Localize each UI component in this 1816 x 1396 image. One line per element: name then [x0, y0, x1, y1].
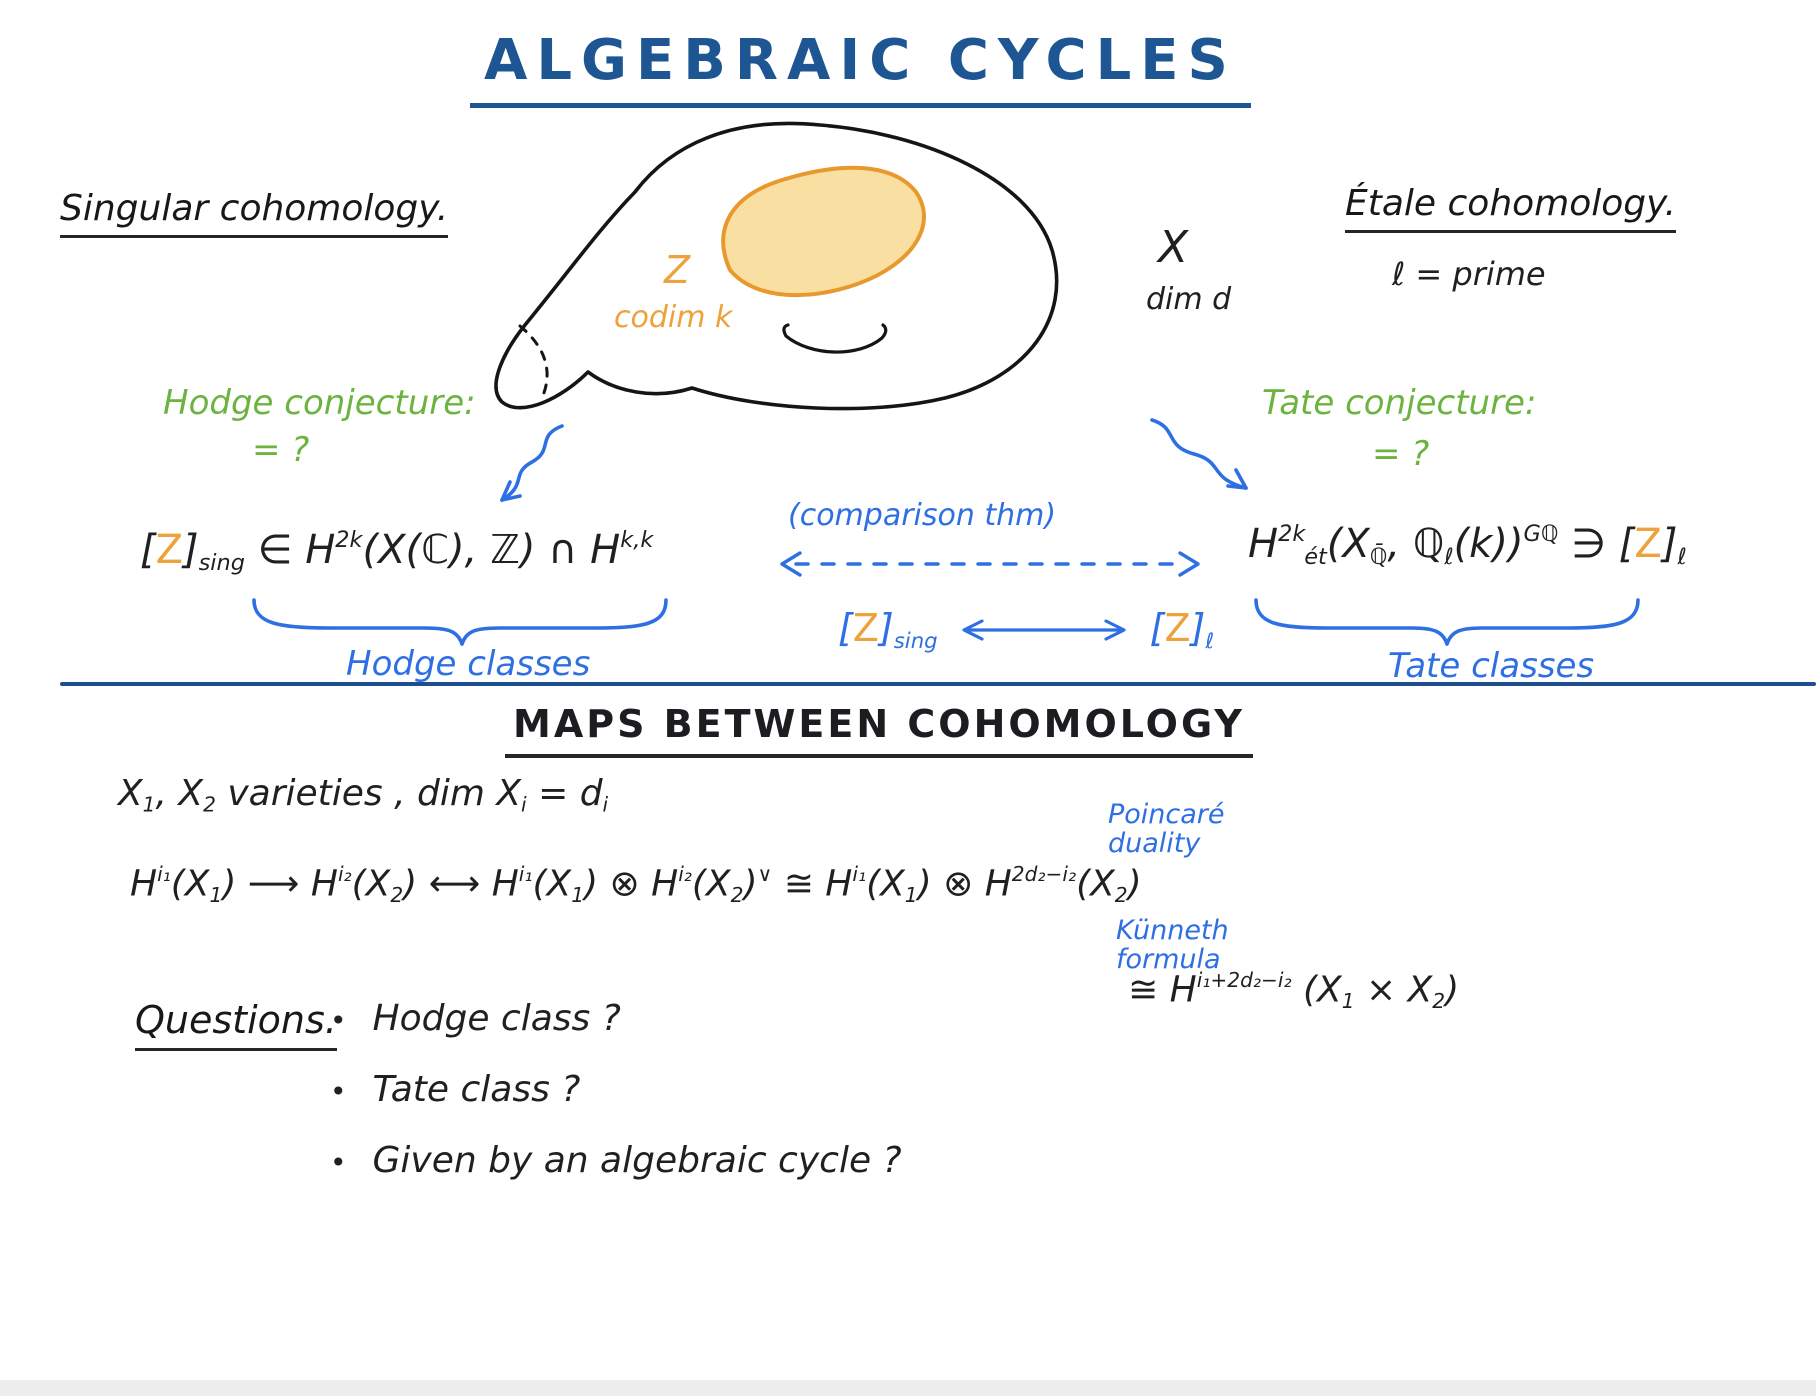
singular-cohomology-heading: Singular cohomology.	[60, 188, 449, 238]
question-text: Tate class ?	[372, 1069, 581, 1110]
codim-label: codim k	[614, 300, 733, 335]
kunneth-formula: ≅ Hi₁+2d₂−i₂ (X1 × X2)	[1128, 968, 1460, 1013]
bullet-icon: •	[330, 1075, 347, 1108]
hodge-conjecture-label: Hodge conjecture:	[163, 383, 476, 423]
tate-conjecture-question: = ?	[1372, 434, 1430, 474]
questions-heading: Questions.	[135, 998, 337, 1051]
cycle-region	[721, 165, 926, 298]
cycle-class-correspondence-arrow-icon	[962, 619, 1126, 641]
tate-conjecture-label: Tate conjecture:	[1262, 383, 1537, 423]
hodge-conjecture-question: = ?	[252, 430, 310, 470]
hodge-class-formula: [Z]sing ∈ H2k(X(ℂ), ℤ) ∩ Hk,k	[140, 526, 654, 577]
dim-label: dim d	[1146, 282, 1232, 317]
question-item: • Hodge class ?	[330, 998, 902, 1039]
squiggle-arrow-right-icon	[1150, 418, 1248, 490]
varieties-line: X1, X2 varieties , dim Xi = di	[118, 773, 609, 817]
variety-outline	[494, 121, 1059, 411]
hidden-contour-dashes	[518, 324, 549, 400]
question-item: • Given by an algebraic cycle ?	[330, 1140, 902, 1181]
cohomology-maps-formula: Hi₁(X1) ⟶ Hi₂(X2) ⟷ Hi₁(X1) ⊗ Hi₂(X2)∨ ≅…	[130, 862, 1142, 907]
prime-note: ℓ = prime	[1392, 255, 1546, 293]
section-divider	[60, 682, 1816, 686]
comparison-dashed-arrow-icon	[780, 551, 1200, 577]
variety-sketch	[494, 121, 1059, 411]
cycle-class-ell: [Z]ℓ	[1149, 606, 1215, 654]
page-title: ALGEBRAIC CYCLES	[470, 28, 1251, 108]
bottom-strip	[0, 1380, 1816, 1396]
maps-heading: MAPS BETWEEN COHOMOLOGY	[505, 702, 1253, 758]
squiggle-arrow-left-icon	[500, 424, 564, 502]
variety-x-label: X	[1158, 222, 1189, 273]
tate-class-formula: H2két(Xℚ̄, ℚℓ(k))Gℚ ∋ [Z]ℓ	[1248, 520, 1687, 571]
tate-classes-label: Tate classes	[1388, 646, 1595, 686]
question-item: • Tate class ?	[330, 1069, 902, 1110]
cycle-z-label: Z	[664, 248, 691, 292]
cycle-class-sing: [Z]sing	[838, 606, 938, 654]
hodge-classes-label: Hodge classes	[346, 644, 591, 684]
etale-cohomology-heading: Étale cohomology.	[1345, 183, 1677, 233]
question-text: Given by an algebraic cycle ?	[372, 1140, 902, 1181]
poincare-duality-note: Poincaré duality	[1108, 799, 1225, 860]
question-text: Hodge class ?	[372, 998, 621, 1039]
kunneth-formula-note: Künneth formula	[1116, 915, 1229, 976]
genus-curve	[782, 323, 888, 354]
bullet-icon: •	[330, 1146, 347, 1179]
bullet-icon: •	[330, 1004, 347, 1037]
comparison-thm-label: (comparison thm)	[788, 498, 1057, 533]
hodge-brace-icon	[252, 598, 668, 646]
tate-brace-icon	[1254, 598, 1640, 646]
